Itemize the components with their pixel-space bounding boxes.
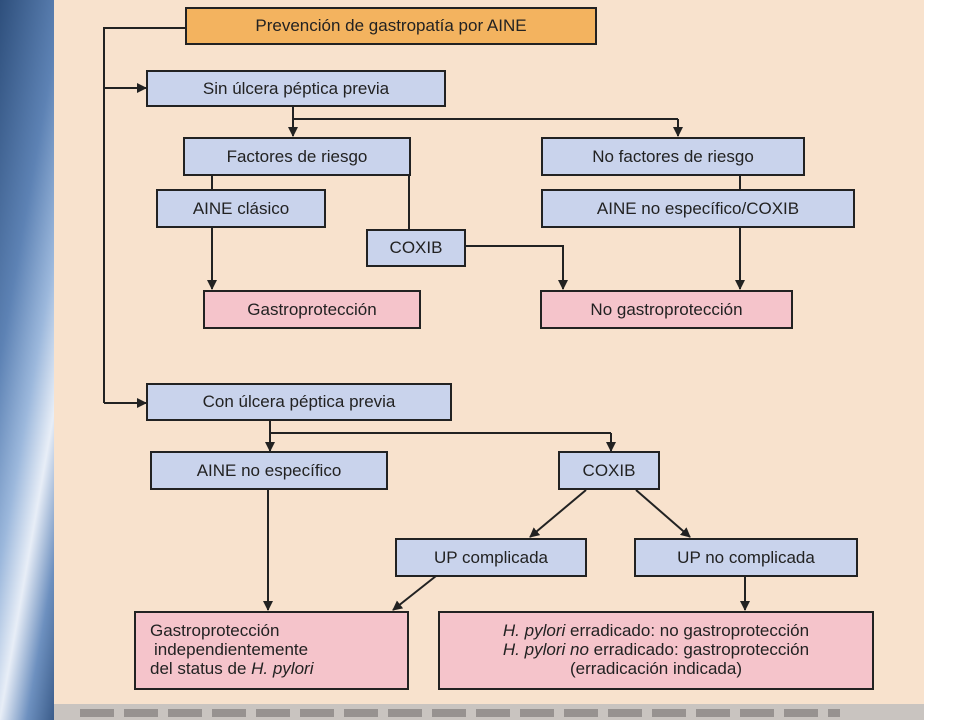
result-left-line2: independientemente	[154, 640, 309, 660]
caption-cutoff-text	[80, 709, 840, 717]
nonspecific-or-coxib-box: AINE no específico/COXIB	[541, 189, 855, 228]
nonspecific-or-coxib-text: AINE no específico/COXIB	[596, 198, 800, 218]
coxib-text-2: COXIB	[582, 460, 636, 480]
prior-ulcer-text: Con úlcera péptica previa	[202, 392, 396, 412]
result-right-l1-italic: H. pylori	[502, 621, 566, 641]
no-prior-ulcer-box: Sin úlcera péptica previa	[146, 70, 446, 107]
complicated-pu-text: UP complicada	[433, 547, 549, 567]
no-risk-factors-text: No factores de riesgo	[592, 146, 754, 166]
result-right-line3: (erradicación indicada)	[570, 658, 742, 678]
result-left-line3b: H. pylori	[251, 658, 314, 678]
result-right-l2-italic2: no	[565, 640, 589, 660]
result-right-l2-italic1: H. pylori	[502, 640, 566, 660]
slide-right-margin	[924, 0, 960, 720]
gastroprotection-text: Gastroprotección	[247, 299, 377, 319]
arrow-to-complicated-pu	[529, 489, 587, 538]
no-risk-factors-box: No factores de riesgo	[541, 137, 805, 176]
risk-factors-text: Factores de riesgo	[226, 146, 368, 166]
nonspecific-nsaid-box: AINE no específico	[150, 451, 388, 490]
slide-left-decoration	[0, 0, 54, 720]
result-right-text: H. pylori erradicado: no gastroprotecció…	[503, 622, 809, 678]
result-left-line3: del status de H. pylori	[150, 658, 314, 679]
coxib-box-2: COXIB	[558, 451, 660, 490]
result-right-l1-rest: erradicado: no gastroprotección	[565, 621, 810, 641]
title-box: Prevención de gastropatía por AINE	[185, 7, 597, 45]
title-text: Prevención de gastropatía por AINE	[255, 16, 527, 36]
result-left-line3a: del status de	[150, 658, 252, 678]
arrow-complicated-to-result	[392, 575, 437, 611]
gastroprotection-box: Gastroprotección	[203, 290, 421, 329]
result-left-line1: Gastroprotección	[150, 621, 280, 641]
arrow-to-uncomplicated-pu	[635, 489, 691, 538]
risk-factors-box: Factores de riesgo	[183, 137, 411, 176]
complicated-pu-box: UP complicada	[395, 538, 587, 577]
no-prior-ulcer-text: Sin úlcera péptica previa	[202, 78, 390, 98]
prior-ulcer-box: Con úlcera péptica previa	[146, 383, 452, 421]
result-right-line2: H. pylori no erradicado: gastroprotecció…	[502, 640, 810, 660]
classic-nsaid-text: AINE clásico	[192, 198, 290, 218]
connector-spine	[103, 27, 185, 403]
no-gastroprotection-box: No gastroprotección	[540, 290, 793, 329]
coxib-box-1: COXIB	[366, 229, 466, 267]
result-right-box: H. pylori erradicado: no gastroprotecció…	[438, 611, 874, 690]
arrow-coxib-to-no-gastroprotection	[466, 245, 568, 290]
result-left-text: Gastroprotección independientemente del …	[150, 622, 313, 678]
no-gastroprotection-text: No gastroprotección	[590, 299, 743, 319]
uncomplicated-pu-text: UP no complicada	[677, 547, 815, 567]
result-right-l2-rest: erradicado: gastroprotección	[588, 640, 810, 660]
nonspecific-nsaid-text: AINE no específico	[196, 460, 342, 480]
classic-nsaid-box: AINE clásico	[156, 189, 326, 228]
coxib-text-1: COXIB	[389, 238, 443, 258]
result-right-line1: H. pylori erradicado: no gastroprotecció…	[503, 622, 809, 641]
uncomplicated-pu-box: UP no complicada	[634, 538, 858, 577]
result-left-box: Gastroprotección independientemente del …	[134, 611, 409, 690]
